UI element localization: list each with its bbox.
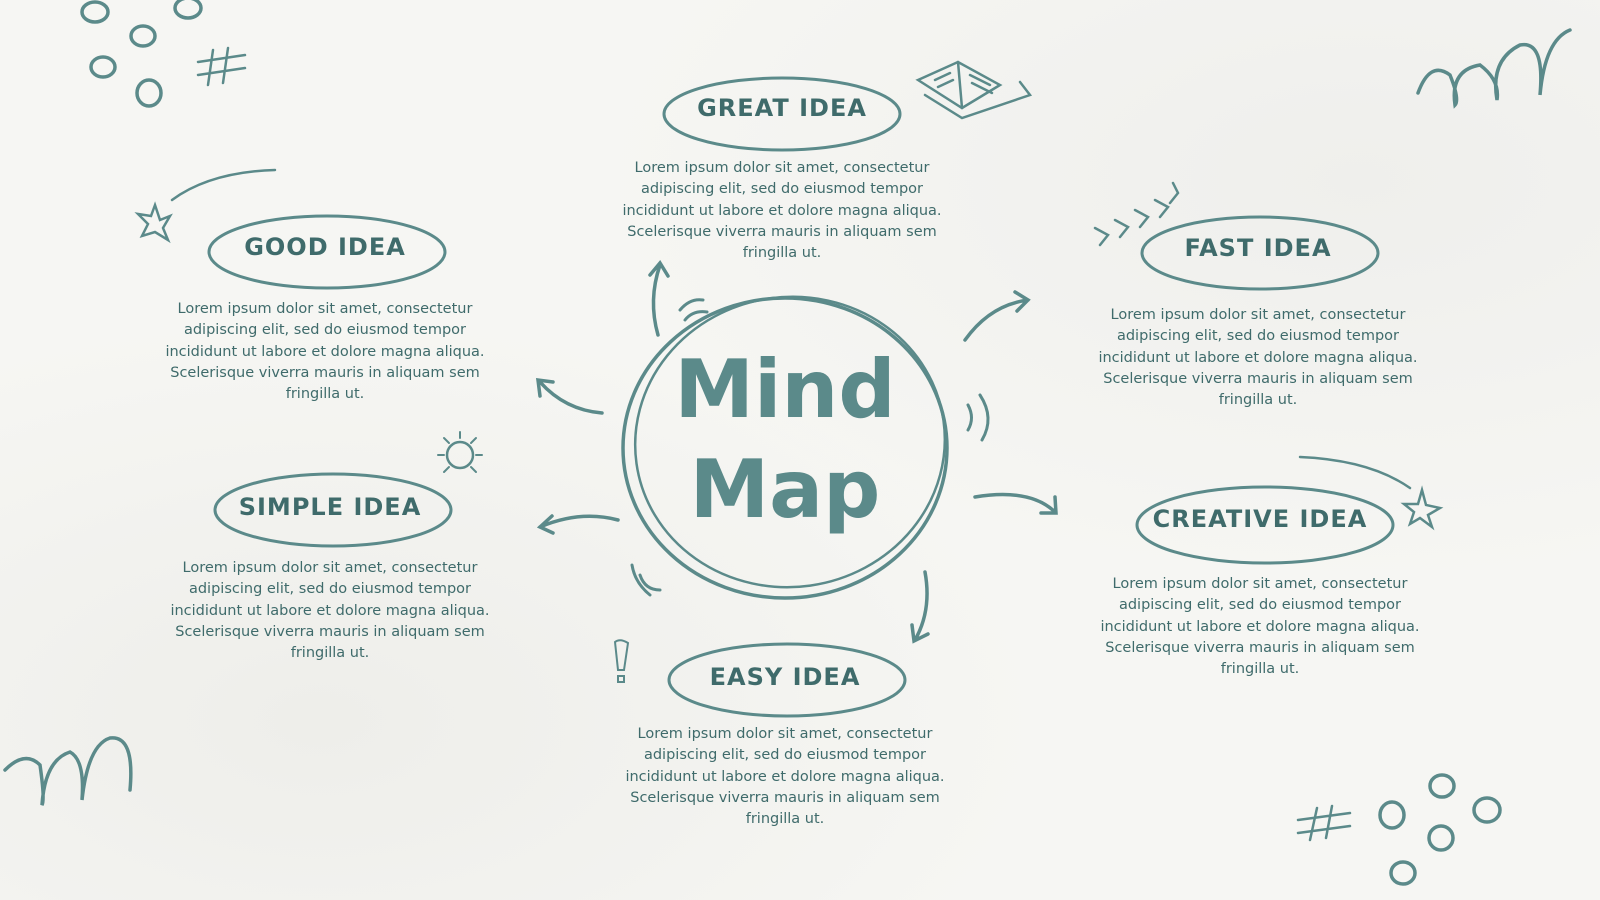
node-label: GREAT IDEA (697, 94, 867, 122)
node-description: Lorem ipsum dolor sit amet, consectetur … (622, 160, 942, 262)
node-description: Lorem ipsum dolor sit amet, consectetur … (625, 726, 945, 828)
center-title-line-2: Map (689, 443, 881, 536)
node-description: Lorem ipsum dolor sit amet, consectetur … (1100, 576, 1420, 678)
arrows (535, 260, 1058, 644)
center-title: Mind Map (640, 340, 930, 540)
center-circle (621, 295, 949, 600)
node-label: SIMPLE IDEA (238, 493, 422, 521)
ellipse-fast (1140, 215, 1380, 291)
node-description: Lorem ipsum dolor sit amet, consectetur … (165, 301, 485, 403)
node-label: CREATIVE IDEA (1152, 505, 1368, 533)
arrow-up-left (535, 377, 604, 415)
node-label: GOOD IDEA (244, 233, 406, 261)
node-label: FAST IDEA (1184, 234, 1332, 262)
node-description: Lorem ipsum dolor sit amet, consectetur … (1098, 307, 1418, 409)
ellipse-simple (213, 472, 453, 548)
ellipse-great (662, 76, 902, 152)
arrow-up (648, 260, 670, 337)
arrow-up-right (963, 290, 1031, 342)
label-ellipses (207, 76, 1395, 718)
ellipse-good (207, 214, 447, 290)
book-icon (915, 60, 1033, 120)
arrow-down (910, 570, 930, 644)
ellipse-creative (1135, 485, 1395, 565)
node-description: Lorem ipsum dolor sit amet, consectetur … (170, 560, 490, 662)
center-title-line-1: Mind (674, 343, 896, 436)
ellipse-easy (667, 642, 907, 718)
node-label: EASY IDEA (709, 663, 861, 691)
arrow-left (536, 514, 620, 535)
corner-doodles (3, 0, 1572, 886)
arrow-right (973, 492, 1058, 515)
